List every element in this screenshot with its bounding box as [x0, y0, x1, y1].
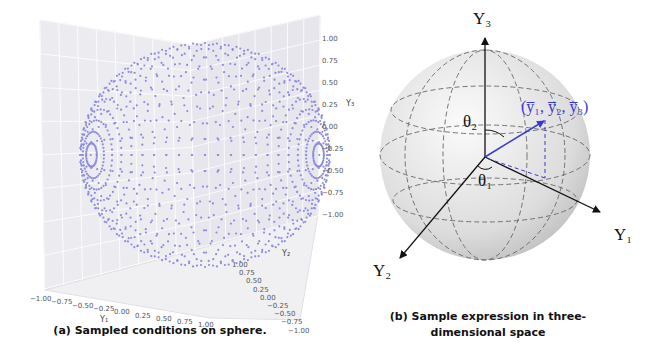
caption: (a) Sampled conditions on sphere. — [10, 323, 310, 339]
tick-label: 0.75 — [239, 270, 255, 277]
axis-name: Y₃ — [473, 10, 491, 27]
tick-label: 0.00 — [114, 309, 130, 316]
sample-points — [79, 42, 331, 268]
tick-label: 0.00 — [260, 295, 276, 302]
point-label: (y̅₁, y̅₂, y̅₃) — [521, 99, 588, 115]
axis-name: Y₁ — [614, 226, 632, 243]
axes-panes — [40, 15, 320, 320]
tick-label: −0.50 — [274, 311, 295, 318]
tick-label: −1.00 — [288, 328, 309, 335]
tick-label: 0.00 — [322, 124, 338, 131]
sphere-figure — [380, 38, 600, 260]
angle-label: θ₂ — [463, 113, 477, 130]
tick-label: 1.00 — [322, 36, 338, 43]
tick-label: −0.25 — [93, 306, 114, 313]
tick-label: −0.25 — [267, 303, 288, 310]
tick-label: 0.50 — [156, 316, 172, 323]
tick-label: −0.75 — [51, 299, 72, 306]
tick-label: −0.25 — [322, 146, 343, 153]
tick-label: −0.75 — [281, 319, 302, 326]
tick-label: 0.50 — [322, 80, 338, 87]
axis-name: Y₃ — [346, 100, 354, 108]
tick-label: 0.25 — [135, 313, 151, 320]
tick-label: 0.75 — [322, 58, 338, 65]
tick-label: −1.00 — [322, 212, 343, 219]
tick-label: −0.75 — [322, 190, 343, 197]
angle-label: θ₁ — [478, 172, 492, 189]
tick-label: 0.25 — [253, 287, 269, 294]
caption: (b) Sample expression in three-dimension… — [368, 309, 608, 341]
tick-label: −1.00 — [30, 296, 51, 303]
tick-label: 0.25 — [322, 102, 338, 109]
tick-label: −0.50 — [322, 168, 343, 175]
tick-label: 1.00 — [232, 262, 248, 269]
axis-name: Y₂ — [373, 262, 391, 279]
tick-label: 0.50 — [246, 278, 262, 285]
tick-label: −0.50 — [72, 303, 93, 310]
axis-name: Y₁ — [100, 316, 108, 324]
axis-name: Y₂ — [282, 250, 290, 258]
